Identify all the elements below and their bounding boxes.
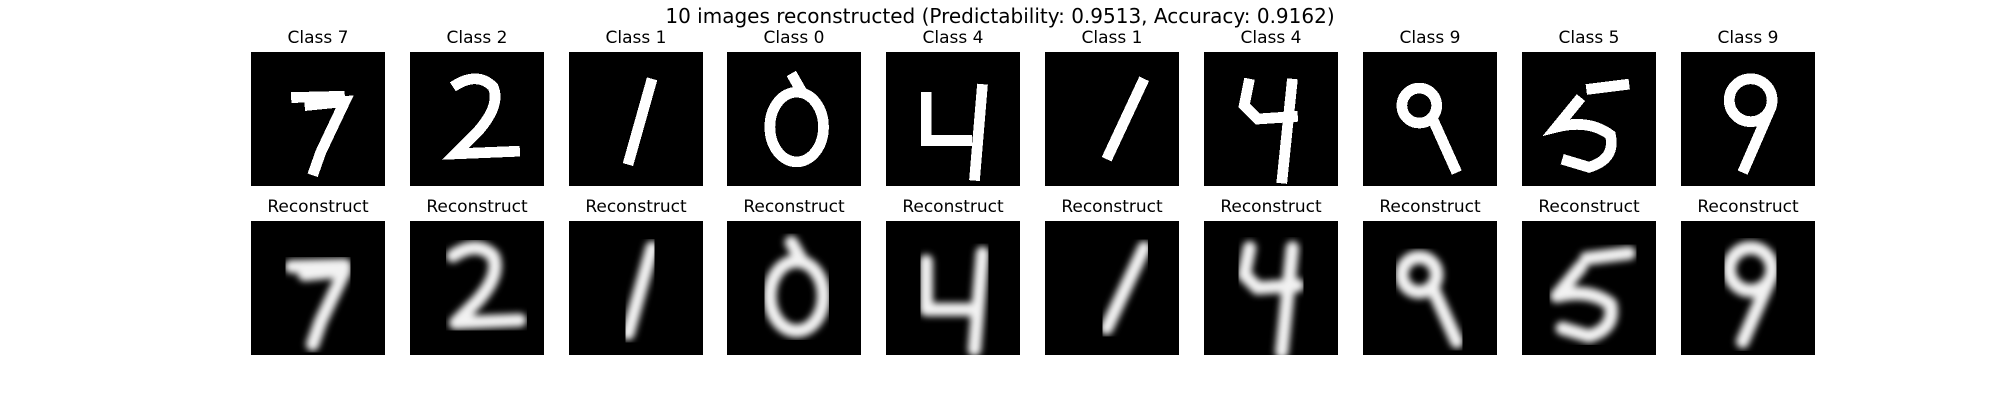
original-digit-image	[1681, 52, 1815, 186]
original-digit-image	[1045, 52, 1179, 186]
original-digit-image	[727, 52, 861, 186]
class-label: Class 2	[446, 28, 508, 48]
original-digit-image	[1204, 52, 1338, 186]
reconstruct-label: Reconstruct	[1538, 197, 1640, 217]
reconstructed-digit-image	[251, 221, 385, 355]
reconstruct-label: Reconstruct	[743, 197, 845, 217]
original-digit-image	[410, 52, 544, 186]
sample-column: Class 2 Reconstruct	[410, 0, 544, 400]
sample-column: Class 4 Reconstruct	[1204, 0, 1338, 400]
class-label: Class 5	[1558, 28, 1620, 48]
reconstruct-label: Reconstruct	[1220, 197, 1322, 217]
class-label: Class 9	[1717, 28, 1779, 48]
reconstructed-digit-image	[886, 221, 1020, 355]
sample-column: Class 5 Reconstruct	[1522, 0, 1656, 400]
figure-title: 10 images reconstructed (Predictability:…	[665, 4, 1335, 28]
reconstructed-digit-image	[1204, 221, 1338, 355]
reconstruct-label: Reconstruct	[1379, 197, 1481, 217]
sample-column: Class 7 Reconstruct	[251, 0, 385, 400]
sample-column: Class 1 Reconstruct	[569, 0, 703, 400]
reconstructed-digit-image	[410, 221, 544, 355]
reconstruct-label: Reconstruct	[585, 197, 687, 217]
sample-column: Class 0 Reconstruct	[727, 0, 861, 400]
reconstruct-label: Reconstruct	[426, 197, 528, 217]
reconstruct-label: Reconstruct	[902, 197, 1004, 217]
class-label: Class 1	[1081, 28, 1143, 48]
reconstruct-label: Reconstruct	[1061, 197, 1163, 217]
class-label: Class 4	[922, 28, 984, 48]
reconstructed-digit-image	[1681, 221, 1815, 355]
reconstructed-digit-image	[1045, 221, 1179, 355]
original-digit-image	[569, 52, 703, 186]
original-digit-image	[1363, 52, 1497, 186]
reconstructed-digit-image	[1522, 221, 1656, 355]
class-label: Class 0	[763, 28, 825, 48]
reconstruct-label: Reconstruct	[267, 197, 369, 217]
class-label: Class 9	[1399, 28, 1461, 48]
sample-column: Class 4 Reconstruct	[886, 0, 1020, 400]
class-label: Class 4	[1240, 28, 1302, 48]
reconstructed-digit-image	[569, 221, 703, 355]
original-digit-image	[1522, 52, 1656, 186]
reconstructed-digit-image	[1363, 221, 1497, 355]
original-digit-image	[251, 52, 385, 186]
reconstructed-digit-image	[727, 221, 861, 355]
reconstruct-label: Reconstruct	[1697, 197, 1799, 217]
class-label: Class 7	[287, 28, 349, 48]
original-digit-image	[886, 52, 1020, 186]
sample-column: Class 9 Reconstruct	[1363, 0, 1497, 400]
sample-column: Class 9 Reconstruct	[1681, 0, 1815, 400]
class-label: Class 1	[605, 28, 667, 48]
sample-column: Class 1 Reconstruct	[1045, 0, 1179, 400]
